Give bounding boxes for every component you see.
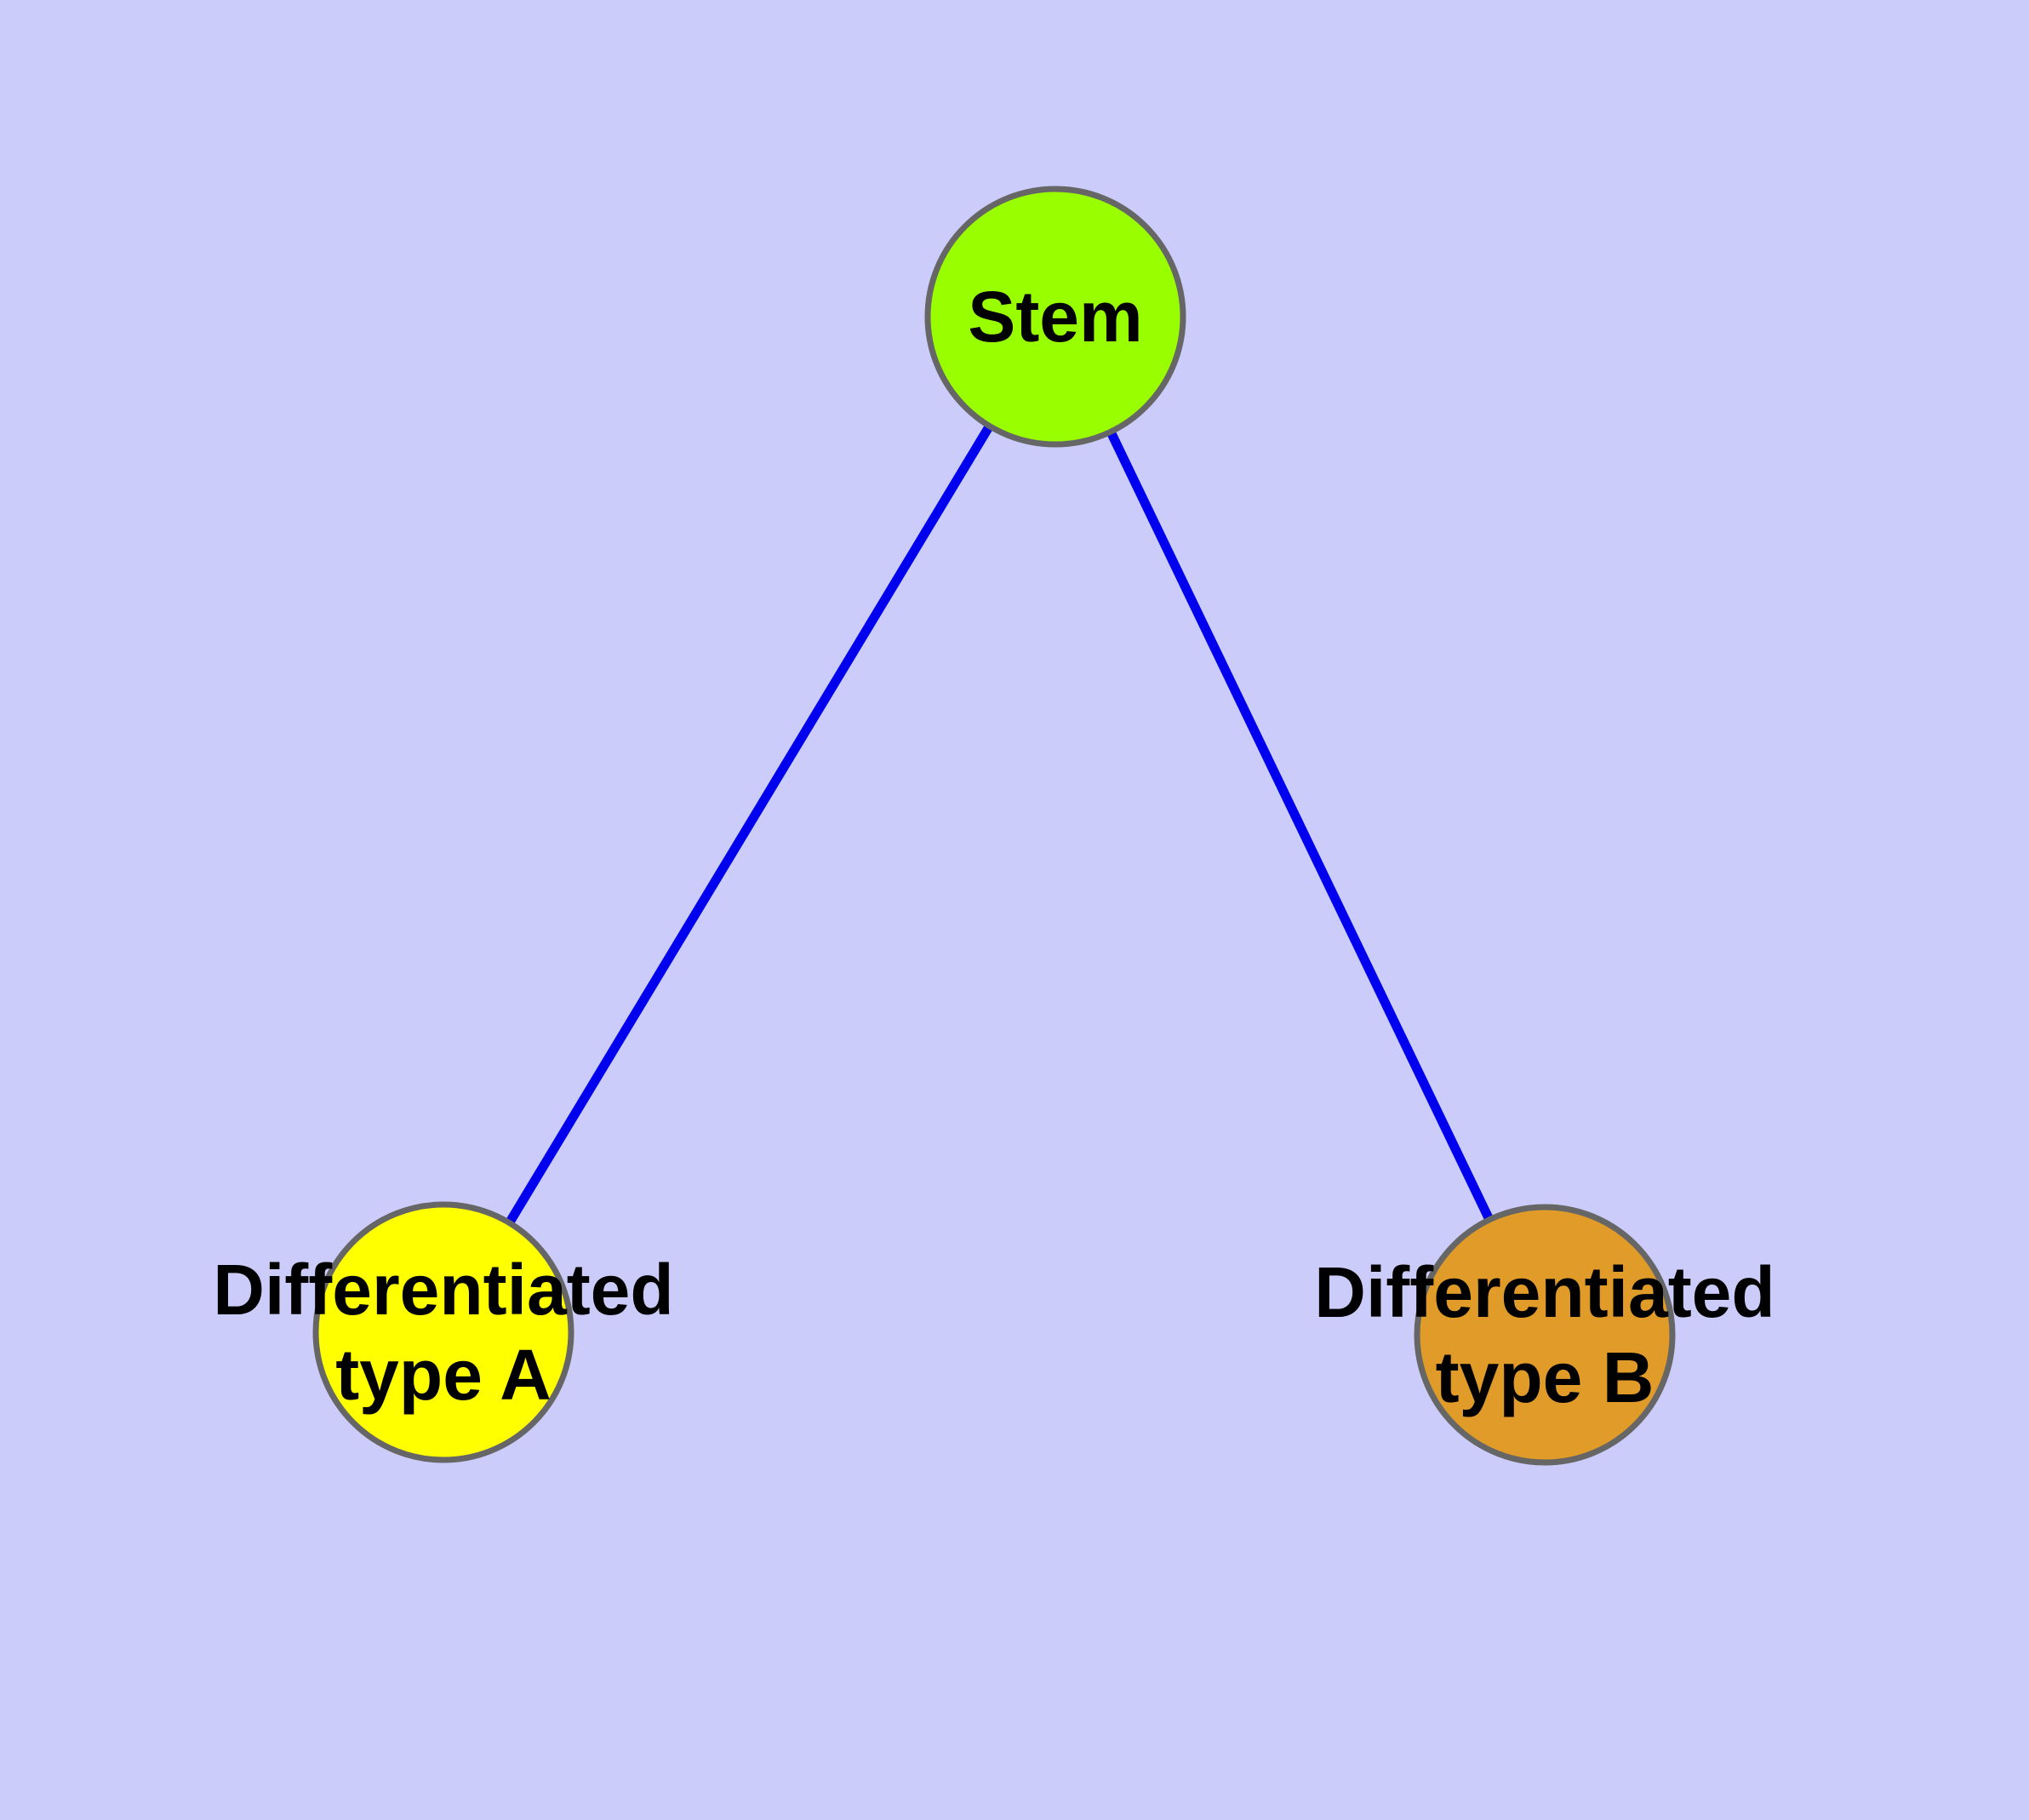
graph-node-diff_b[interactable] xyxy=(1414,1204,1676,1466)
node-label-line: Differentiated xyxy=(1314,1252,1775,1332)
graph-node-diff_a[interactable] xyxy=(312,1201,574,1463)
node-label-line: Stem xyxy=(968,277,1142,357)
graph-node-stem[interactable] xyxy=(924,186,1186,448)
graph-edge[interactable] xyxy=(439,314,1060,1335)
node-label-line: type A xyxy=(335,1335,552,1415)
node-label-line: type B xyxy=(1436,1337,1655,1417)
graph-edge[interactable] xyxy=(1051,314,1549,1337)
edges-layer xyxy=(439,314,1549,1337)
node-label-line: Differentiated xyxy=(213,1250,673,1330)
nodes-layer xyxy=(312,186,1676,1466)
node-label-stem: Stem xyxy=(968,277,1142,357)
